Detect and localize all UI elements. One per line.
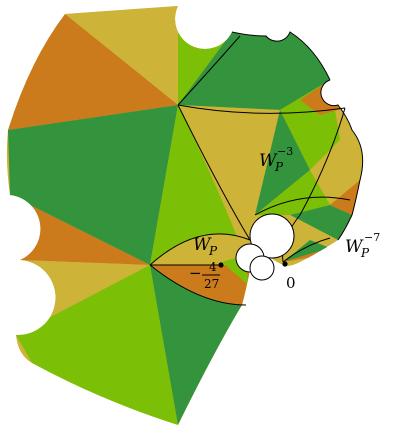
hole-around-zero (235, 213, 295, 281)
curve-top-diagonal (177, 35, 241, 106)
label-fraction-denominator: 27 (204, 277, 219, 291)
curve-w7-fan (282, 237, 331, 263)
curve-lens-bottom (149, 264, 247, 306)
label-fraction: − 4 27 (189, 260, 220, 291)
curve-inner-hole-arc (254, 196, 351, 216)
point-zero (282, 261, 288, 267)
label-w-p-inv3: W P −3 (259, 145, 293, 174)
tile-mid-yellow (178, 105, 280, 270)
label-w-p-inv7-base: W (345, 237, 364, 257)
outer-arc-right (320, 79, 364, 241)
curve-mid-to-right (177, 104, 346, 114)
tile-right-dark (255, 110, 310, 215)
label-fraction-numerator: 4 (209, 260, 217, 274)
curve-center-down (177, 104, 251, 241)
tile-right-orange-lower (330, 180, 360, 215)
curve-lens-top (149, 233, 251, 266)
boundary-curves (149, 31, 364, 306)
tile-bottom-light-green (16, 265, 178, 425)
label-w-p-inv7-sup: −7 (364, 231, 380, 244)
label-w-p-inv7: W P −7 (345, 231, 380, 260)
hole-circle-bottom (249, 255, 275, 281)
label-zero: 0 (286, 274, 296, 292)
label-w-p-inv3-base: W (259, 151, 278, 171)
label-w-p-sub: P (208, 244, 218, 258)
label-w-p-inv7-sub: P (360, 246, 370, 260)
tile-top-yellow (65, 6, 178, 105)
tile-w7-orange (283, 248, 330, 262)
label-w-p-inv3-sub: P (274, 160, 284, 174)
label-w-p-inv3-sup: −3 (277, 145, 293, 158)
tile-wp-lens-orange (150, 265, 250, 305)
tile-top-dark (178, 32, 330, 110)
tile-left-orange-mid (10, 195, 150, 265)
outer-arc-top (231, 31, 331, 81)
tile-bottom-dark-green (150, 265, 242, 425)
tile-right-dark-lower (290, 205, 352, 240)
tile-left-orange (8, 14, 178, 130)
tile-center-green (150, 105, 250, 270)
point-minus-four-27 (218, 262, 224, 268)
label-w-p: W P (193, 235, 218, 258)
hole-circle-main (249, 213, 295, 259)
tile-w7-dark (283, 240, 330, 262)
tile-wp-lens-yellow (150, 233, 250, 265)
tile-right-green-lower (255, 170, 330, 215)
label-w-p-base: W (193, 235, 212, 255)
tile-right-yellow (310, 130, 363, 205)
label-fraction-sign: − (189, 264, 202, 282)
tile-mid-left-dark (8, 105, 178, 265)
